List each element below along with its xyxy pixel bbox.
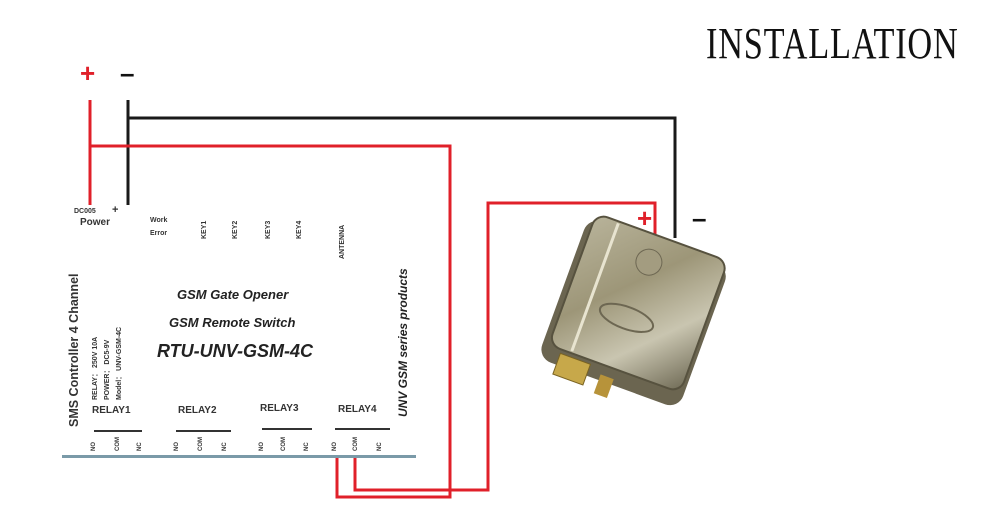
spec-relay: RELAY： 250V 10A	[92, 336, 99, 400]
pin-no[interactable]: NO	[174, 442, 180, 451]
pin-no[interactable]: NO	[259, 442, 265, 451]
lock-plus-sign: +	[637, 203, 653, 233]
pin-no[interactable]: NO	[91, 442, 97, 451]
pin-nc[interactable]: NC	[222, 442, 228, 451]
key1-label: KEY1	[201, 220, 208, 239]
side-title: SMS Controller 4 Channel	[67, 273, 81, 428]
remote-switch-label: GSM Remote Switch	[169, 315, 296, 330]
electric-lock-image	[541, 215, 726, 406]
spec-model: Model： UNV-GSM-4C	[116, 326, 123, 400]
power-label: Power	[80, 217, 111, 228]
antenna-label: ANTENNA	[339, 224, 346, 259]
divider	[335, 428, 390, 430]
relay-label: RELAY4	[338, 404, 377, 415]
lock-minus-sign: –	[692, 203, 707, 233]
power-minus-sign: –	[120, 58, 135, 88]
relay-label: RELAY1	[92, 405, 131, 416]
divider	[176, 430, 231, 432]
gate-opener-label: GSM Gate Opener	[177, 287, 289, 302]
work-label: Work	[150, 217, 168, 224]
pin-nc[interactable]: NC	[377, 442, 383, 451]
key4-label: KEY4	[296, 220, 303, 239]
pin-com[interactable]: COM	[198, 437, 204, 451]
pin-nc[interactable]: NC	[304, 442, 310, 451]
relay-label: RELAY3	[260, 403, 299, 414]
pin-com[interactable]: COM	[353, 437, 359, 451]
gsm-controller-board: DC005 + Power Work Error KEY1 KEY2 KEY3 …	[62, 204, 416, 458]
model-label: RTU-UNV-GSM-4C	[157, 341, 313, 361]
key2-label: KEY2	[232, 220, 239, 239]
divider	[262, 428, 312, 430]
page-title: INSTALLATION	[706, 19, 959, 68]
dc-plus: +	[112, 204, 119, 216]
error-label: Error	[150, 230, 168, 237]
series-label: UNV GSM series products	[396, 268, 410, 417]
pin-com[interactable]: COM	[115, 437, 121, 451]
pin-com[interactable]: COM	[281, 437, 287, 451]
power-plus-sign: +	[80, 58, 96, 88]
pin-nc[interactable]: NC	[137, 442, 143, 451]
red-wire-lock	[353, 201, 657, 492]
divider	[94, 430, 142, 432]
relay-label: RELAY2	[178, 405, 217, 416]
dc-label: DC005	[74, 208, 96, 215]
key3-label: KEY3	[265, 220, 272, 239]
black-wire-negative	[126, 100, 677, 238]
red-wire-positive	[88, 100, 452, 499]
spec-power: POWER： DC5-9V	[104, 339, 111, 400]
pin-no[interactable]: NO	[332, 442, 338, 451]
